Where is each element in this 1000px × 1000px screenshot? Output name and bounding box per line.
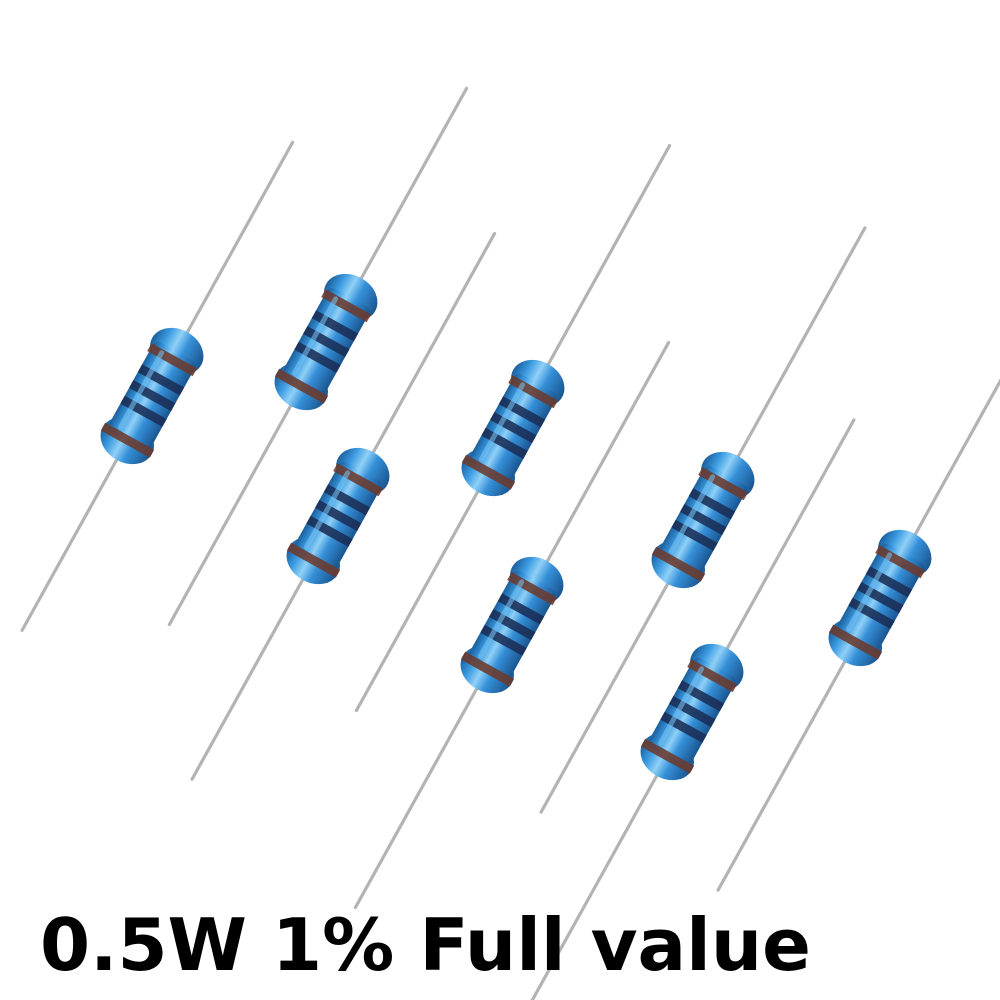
color-band — [274, 368, 329, 404]
lead-wire — [190, 574, 307, 781]
gloss-highlight — [477, 579, 525, 659]
lead-wire — [723, 418, 856, 654]
lead-wire — [357, 86, 469, 284]
gloss-highlight — [291, 296, 339, 376]
lead-wire — [167, 400, 295, 627]
lead-wire — [911, 304, 1000, 540]
lead-wire — [20, 454, 121, 632]
color-band — [828, 624, 883, 660]
resistor-1 — [20, 140, 295, 632]
resistor-6 — [539, 226, 867, 814]
lead-wire — [539, 578, 672, 814]
color-band — [460, 651, 515, 687]
lead-wire — [354, 486, 482, 713]
gloss-highlight — [478, 382, 526, 462]
lead-wire — [528, 770, 661, 1000]
product-caption: 0.5W 1% Full value — [40, 903, 811, 987]
color-band — [651, 546, 706, 582]
gloss-highlight — [657, 666, 705, 746]
lead-wire — [183, 140, 295, 338]
resistor-4 — [354, 143, 672, 713]
gloss-highlight — [668, 474, 716, 554]
lead-wire — [544, 143, 672, 370]
gloss-highlight — [117, 350, 165, 430]
resistor-5 — [353, 340, 671, 910]
color-band — [286, 542, 341, 578]
color-band — [640, 738, 695, 774]
color-band — [461, 454, 516, 490]
lead-wire — [353, 683, 481, 910]
resistor-7 — [528, 418, 856, 1000]
lead-wire — [369, 231, 497, 458]
gloss-highlight — [303, 470, 351, 550]
resistor-3 — [190, 231, 497, 781]
gloss-highlight — [845, 552, 893, 632]
lead-wire — [543, 340, 671, 567]
lead-wire — [716, 656, 849, 892]
lead-wire — [734, 226, 867, 462]
color-band — [100, 422, 155, 458]
resistor-2 — [167, 86, 469, 627]
resistor-8 — [716, 304, 1000, 892]
